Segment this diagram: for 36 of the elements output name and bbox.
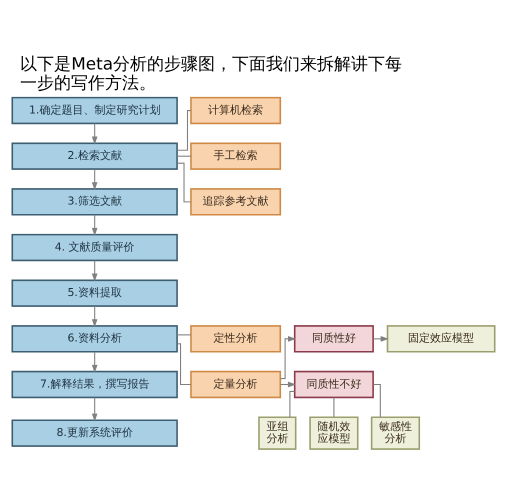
arrow: [92, 214, 98, 236]
connector: [177, 334, 191, 335]
arrow: [92, 168, 98, 190]
node-box: 敏感性分析: [370, 416, 420, 450]
node-box: 5.资料提取: [12, 278, 178, 306]
connector: [177, 162, 191, 202]
node-box: 4. 文献质量评价: [12, 233, 178, 261]
connector: [333, 397, 334, 416]
arrow: [92, 351, 98, 372]
node-box: 计算机检索: [190, 96, 282, 124]
connector: [177, 155, 191, 156]
node-box: 8.更新系统评价: [12, 418, 178, 446]
connector: [373, 383, 381, 417]
node-box: 3.筛选文献: [12, 188, 178, 216]
arrow: [92, 123, 98, 144]
connector: [289, 390, 295, 417]
node-box: 6.资料分析: [12, 324, 178, 352]
arrow: [92, 397, 98, 422]
diagram-title: 以下是Meta分析的步骤图，下面我们来拆解讲下每一步的写作方法。: [20, 52, 402, 92]
arrow: [280, 336, 296, 379]
node-box: 定量分析: [190, 370, 282, 398]
node-box: 7.解释结果，撰写报告: [12, 370, 178, 398]
node-box: 定性分析: [190, 324, 282, 352]
node-box: 2.检索文献: [12, 142, 178, 170]
node-box: 手工检索: [190, 142, 282, 170]
node-box: 随机效应模型: [309, 416, 359, 450]
node-box: 固定效应模型: [386, 324, 496, 352]
connector: [177, 110, 191, 150]
arrow: [92, 306, 98, 327]
node-box: 同质性好: [294, 324, 374, 352]
node-box: 同质性不好: [294, 370, 374, 398]
arrow: [92, 260, 98, 282]
node-box: 追踪参考文献: [190, 188, 282, 216]
node-box: 亚组分析: [258, 416, 296, 450]
connector: [177, 342, 191, 385]
node-box: 1.确定题目、制定研究计划: [12, 96, 178, 124]
